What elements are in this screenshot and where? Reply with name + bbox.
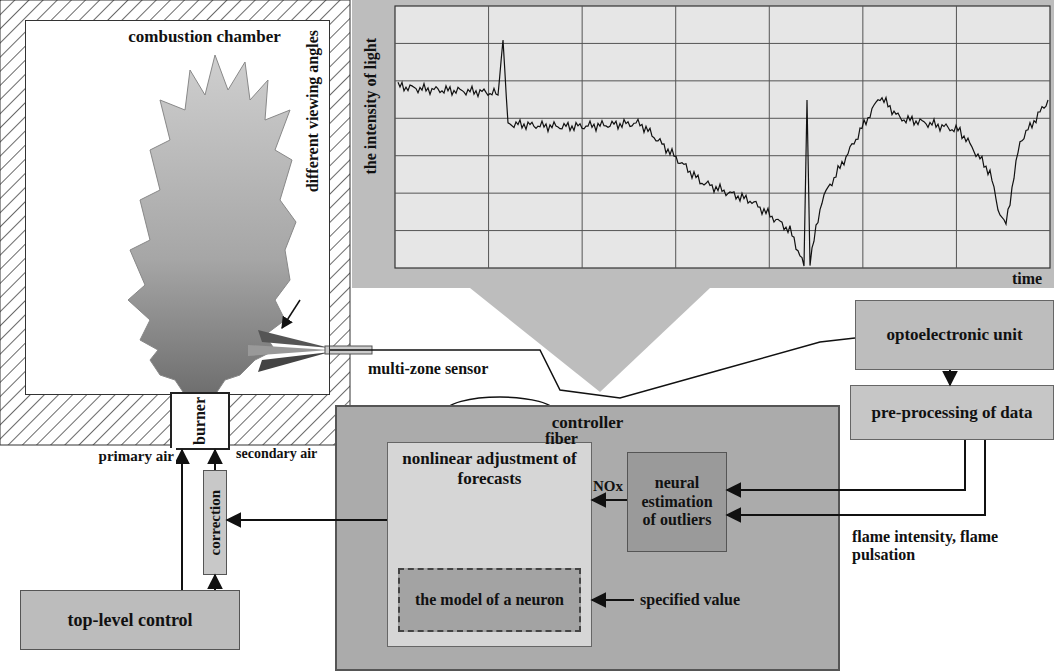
node-label: top-level control (67, 610, 192, 631)
node-label: optoelectronic unit (886, 325, 1022, 345)
signal-arrow (949, 370, 951, 385)
vertical-label: burner (192, 397, 208, 445)
estimation-box: neural estimation of outliers (627, 452, 727, 552)
pointer-arrow (282, 300, 300, 328)
viewing-cone (258, 330, 330, 348)
signal-arrow (214, 450, 216, 470)
axis-label: time (1012, 270, 1042, 288)
viewing-cone (258, 352, 330, 372)
preprocessing-box: pre-processing of data (850, 385, 1054, 440)
axis-label: the intensity of light (362, 38, 380, 174)
flame (128, 55, 296, 395)
vertical-label: correction (208, 490, 223, 556)
signal-arrow (181, 450, 183, 590)
edge-label: secondary air (236, 446, 317, 462)
plot-area (395, 6, 1050, 268)
optoelectronic-box: optoelectronic unit (855, 300, 1054, 370)
signal-label: flame intensity, flame pulsation (852, 528, 1032, 565)
node-label: pre-processing of data (872, 403, 1033, 423)
node-label: the model of a neuron (415, 591, 564, 609)
correction-box: correction (203, 470, 227, 575)
top-level-box: top-level control (20, 590, 240, 650)
sensor-label: multi-zone sensor (368, 360, 488, 378)
chart-band (352, 0, 1054, 288)
combustion-chamber: combustion chamber (25, 20, 330, 395)
node-label: nonlinear adjustment of forecasts (394, 449, 585, 488)
angle-label: different viewing angles (304, 30, 322, 192)
sensor-rod (325, 346, 372, 354)
adjustment-box: nonlinear adjustment of forecasts the mod… (387, 442, 592, 647)
edge-label: NOx (593, 478, 623, 495)
edge-label: primary air (97, 448, 176, 465)
node-label: neural estimation of outliers (634, 474, 720, 529)
node-label: controller (343, 413, 832, 433)
signal-arrow (214, 575, 216, 590)
neuron-model-box: the model of a neuron (398, 568, 581, 632)
chamber-inside (25, 20, 330, 395)
chamber-wall (0, 0, 350, 445)
controller-box: controller nonlinear adjustment of foreca… (335, 405, 840, 671)
signal-trace (398, 40, 1048, 266)
chart-pointer (470, 288, 710, 392)
burner-box: burner (170, 392, 230, 450)
input-label: specified value (640, 591, 740, 609)
plot-grid (395, 6, 1050, 268)
fiber-label: fiber (545, 430, 578, 448)
fiber-line (330, 338, 855, 398)
node-label: combustion chamber (86, 27, 323, 47)
